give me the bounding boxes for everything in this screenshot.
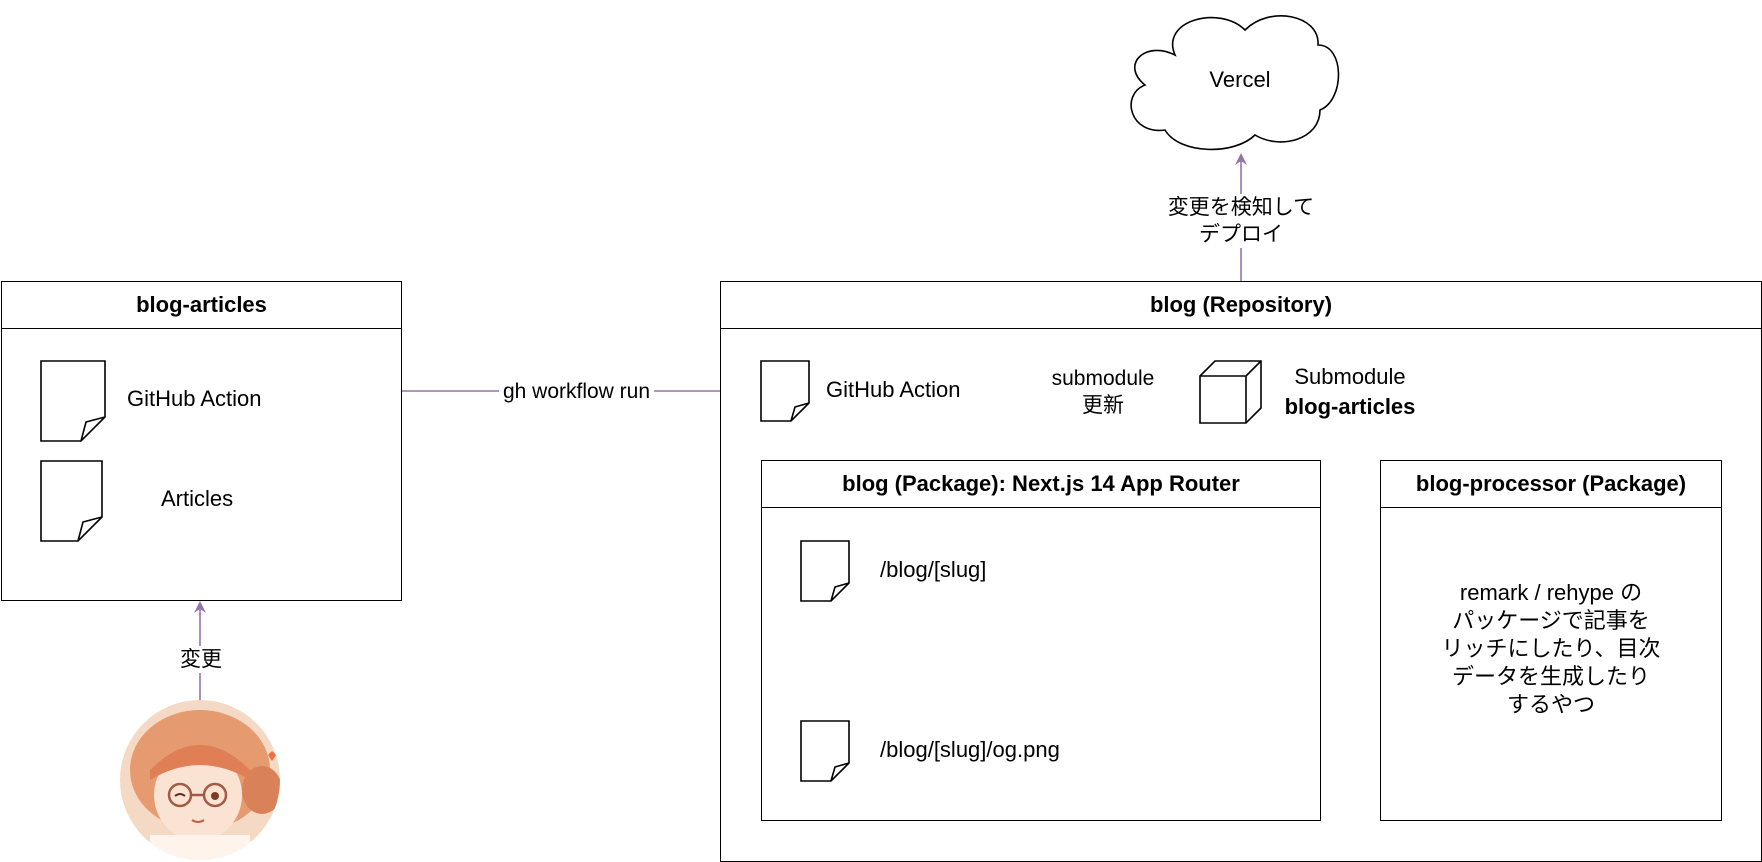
deploy-label-line1: 変更を検知して xyxy=(1167,196,1315,219)
document-icon xyxy=(800,540,850,602)
processor-description-line: リッチにしたり、目次 xyxy=(1441,636,1661,661)
avatar-illustration xyxy=(120,700,280,860)
repo-github-action-label: GitHub Action xyxy=(826,377,961,402)
blog-articles-title: blog-articles xyxy=(2,282,401,329)
submodule-update-line1: submodule xyxy=(1051,367,1155,390)
vercel-cloud-shape xyxy=(1130,15,1340,151)
processor-description-line: パッケージで記事を xyxy=(1452,608,1650,633)
blog-package-box: blog (Package): Next.js 14 App Router xyxy=(761,460,1321,821)
change-edge-label: 変更 xyxy=(176,646,226,673)
blog-package-title: blog (Package): Next.js 14 App Router xyxy=(762,461,1320,508)
processor-description-line: するやつ xyxy=(1506,692,1595,717)
submodule-label-line1: Submodule xyxy=(1294,364,1406,389)
route-slug-label: /blog/[slug] xyxy=(880,557,987,582)
submodule-label-line2: blog-articles xyxy=(1284,394,1416,419)
blog-repository-title: blog (Repository) xyxy=(721,282,1761,329)
blog-processor-box: blog-processor (Package) remark / rehype… xyxy=(1380,460,1722,821)
cube-icon xyxy=(1199,360,1262,424)
submodule-label: Submodule blog-articles xyxy=(1280,362,1420,422)
submodule-update-line2: 更新 xyxy=(1082,394,1124,417)
processor-description-line: remark / rehype の xyxy=(1459,580,1643,605)
workflow-run-edge-label: gh workflow run xyxy=(499,378,654,405)
blog-processor-title: blog-processor (Package) xyxy=(1381,461,1721,508)
vercel-label: Vercel xyxy=(1209,67,1271,92)
deploy-edge-label: 変更を検知して デプロイ xyxy=(1161,194,1321,248)
processor-description-line: データを生成したり xyxy=(1451,664,1650,689)
document-icon xyxy=(760,360,810,422)
submodule-update-edge-label: submodule 更新 xyxy=(1048,365,1158,419)
github-action-label: GitHub Action xyxy=(127,386,262,411)
document-icon xyxy=(40,460,103,542)
route-og-label: /blog/[slug]/og.png xyxy=(880,737,1060,762)
document-icon xyxy=(40,360,106,442)
document-icon xyxy=(800,720,850,782)
deploy-label-line2: デプロイ xyxy=(1199,223,1283,246)
user-avatar xyxy=(120,700,280,860)
articles-label: Articles xyxy=(161,486,234,511)
processor-description: remark / rehype の パッケージで記事を リッチにしたり、目次 デ… xyxy=(1381,579,1721,719)
